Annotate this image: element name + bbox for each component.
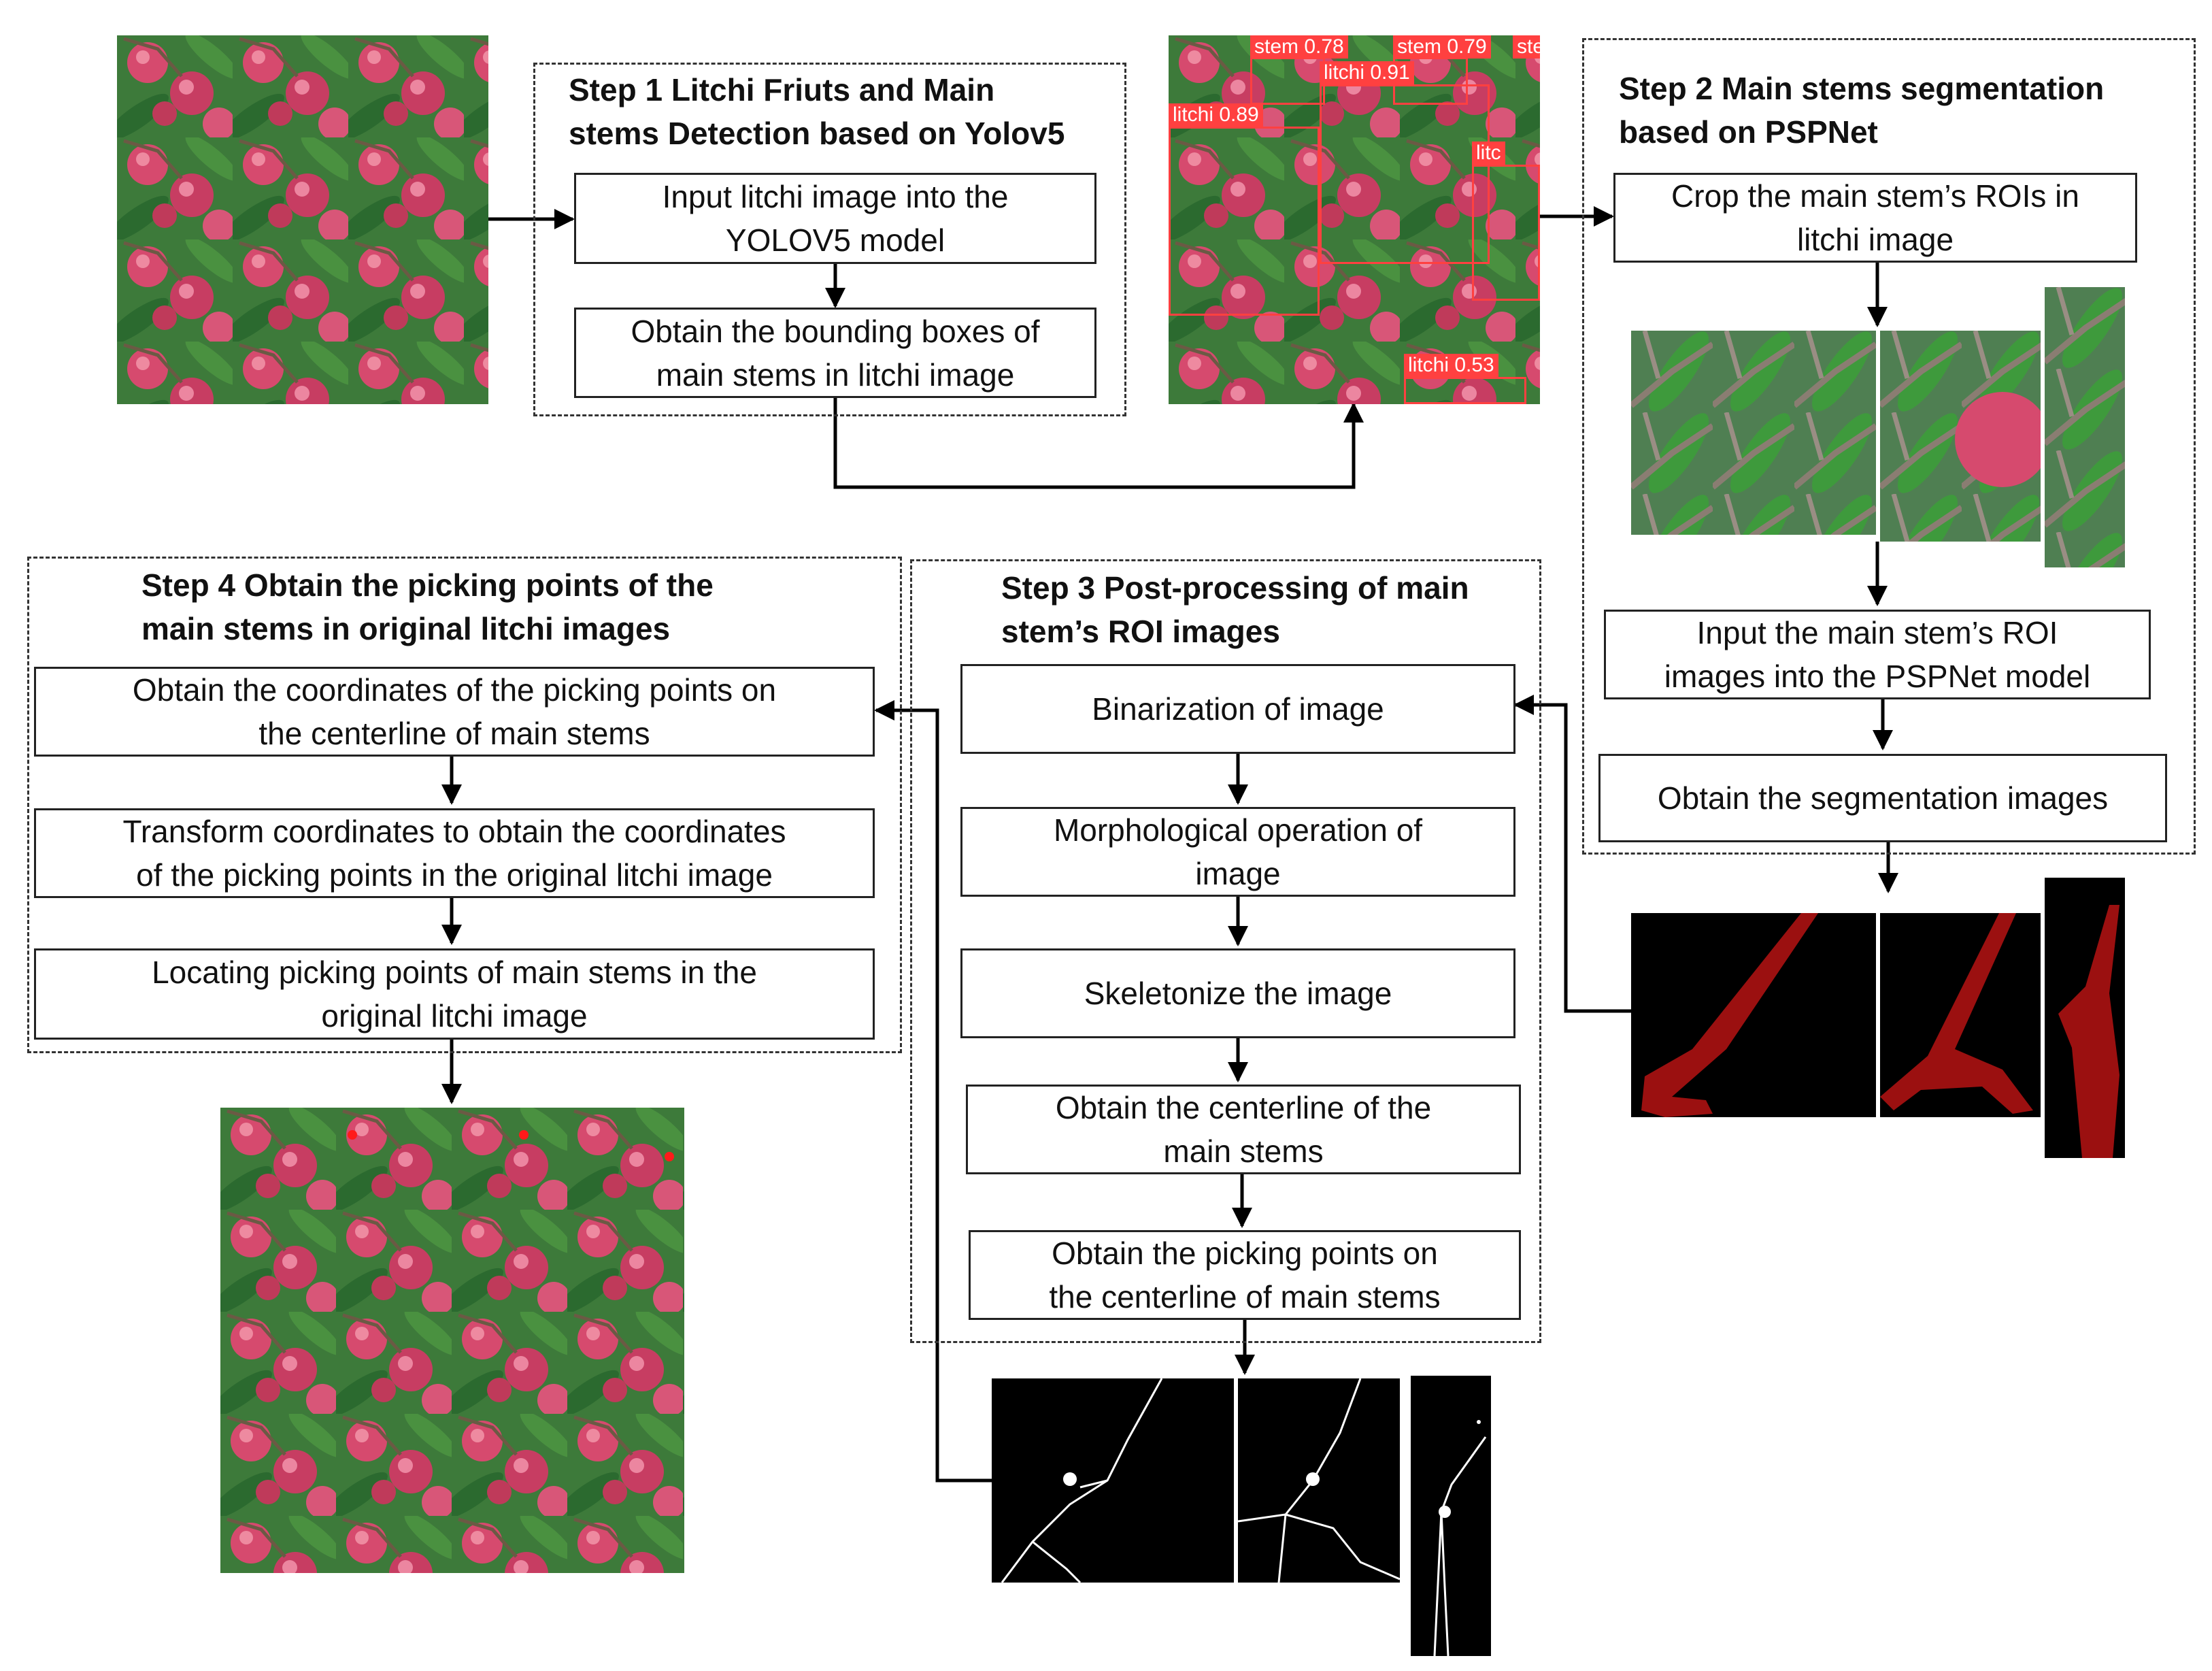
step2-panel: [1582, 38, 2196, 855]
arrow-step1-to-detection: [833, 398, 1364, 489]
stem-roi-crop-3: [2045, 287, 2125, 567]
step4-locate-box: Locating picking points of main stems in…: [34, 948, 875, 1040]
segmentation-mask-1: [1631, 913, 1876, 1117]
step2-segmentation-box: Obtain the segmentation images: [1598, 754, 2167, 842]
skeleton-image-2: [1238, 1378, 1400, 1583]
step1-panel: [533, 63, 1126, 416]
stem-roi-crop-2: [1880, 331, 2041, 542]
picking-points-result-image: [220, 1108, 684, 1573]
detection-box-litchi-3: [1472, 165, 1540, 301]
detection-label-litchi-2: litchi 0.89: [1169, 103, 1263, 127]
detection-box-litchi-4: [1404, 377, 1526, 404]
step4-transform-box: Transform coordinates to obtain the coor…: [34, 808, 875, 898]
input-litchi-image: [117, 35, 488, 404]
segmentation-mask-2: [1880, 913, 2041, 1117]
detection-box-litchi-1: [1320, 84, 1490, 264]
stem-roi-crop-1: [1631, 331, 1876, 535]
detection-label-litchi-1: litchi 0.91: [1320, 61, 1414, 84]
picking-point-marker: [665, 1152, 674, 1161]
step3-binarization-box: Binarization of image: [960, 664, 1515, 754]
detection-result-image: stem 0.78 stem 0.79 ste litchi 0.91 litc…: [1169, 35, 1540, 404]
detection-box-litchi-2: [1169, 127, 1320, 316]
arrow-skeletons-to-step4: [874, 700, 992, 1483]
step3-skeletonize-box: Skeletonize the image: [960, 948, 1515, 1038]
detection-label-litchi-3: litc: [1472, 142, 1505, 165]
step4-panel: [27, 557, 902, 1053]
detection-label-litchi-4: litchi 0.53: [1404, 354, 1498, 377]
picking-point-marker: [348, 1130, 357, 1140]
segmentation-mask-3: [2045, 878, 2125, 1158]
detection-box-stem-1: [1250, 57, 1325, 105]
skeleton-image-1: [992, 1378, 1234, 1583]
detection-label-stem-3: ste: [1513, 35, 1540, 59]
picking-point-marker: [519, 1130, 529, 1140]
detection-label-stem-2: stem 0.79: [1393, 35, 1491, 59]
skeleton-image-3: [1411, 1376, 1491, 1656]
step3-panel: [910, 559, 1541, 1343]
detection-label-stem-1: stem 0.78: [1250, 35, 1348, 59]
step4-coordinates-box: Obtain the coordinates of the picking po…: [34, 667, 875, 757]
